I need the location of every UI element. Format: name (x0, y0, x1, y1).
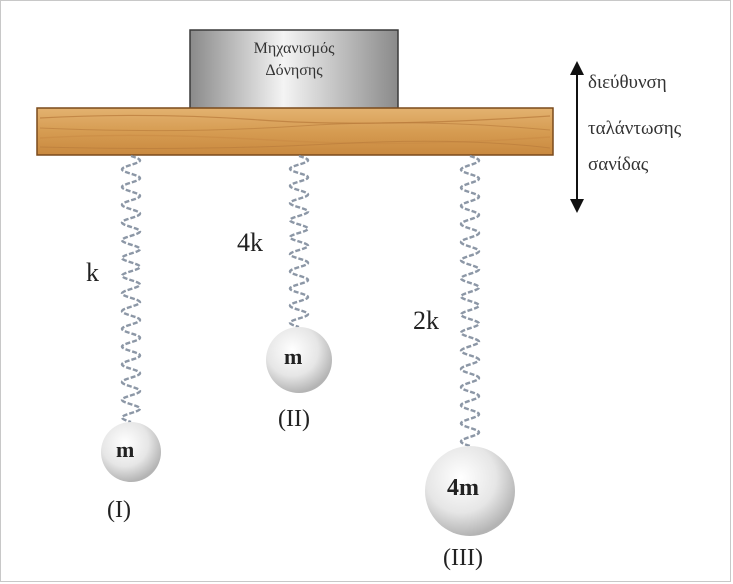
spring-2 (288, 154, 310, 329)
mechanism-label-line2: Δόνησης (265, 62, 323, 79)
mass-label-3: 4m (447, 475, 479, 501)
mechanism-label: Μηχανισμός Δόνησης (190, 38, 398, 82)
spring-3 (459, 154, 481, 448)
mass-label-1: m (116, 437, 135, 462)
spring-constant-3: 2k (413, 306, 439, 335)
mechanism-label-line1: Μηχανισμός (253, 40, 335, 57)
wooden-board (36, 107, 554, 156)
index-label-1: (I) (107, 497, 131, 523)
spring-1 (120, 154, 142, 424)
spring-constant-2: 4k (237, 228, 263, 257)
mass-ball-1 (101, 422, 161, 482)
mass-ball-3 (425, 446, 515, 536)
mass-ball-2 (266, 327, 332, 393)
direction-label-line1: διεύθυνση (588, 72, 667, 93)
index-label-2: (II) (278, 406, 310, 432)
direction-label-line2: ταλάντωσης (588, 118, 682, 139)
spring-constant-1: k (86, 258, 99, 287)
springs-group (120, 154, 481, 448)
direction-label-line3: σανίδας (588, 154, 649, 175)
index-label-3: (III) (443, 545, 483, 571)
mass-label-2: m (284, 344, 303, 369)
